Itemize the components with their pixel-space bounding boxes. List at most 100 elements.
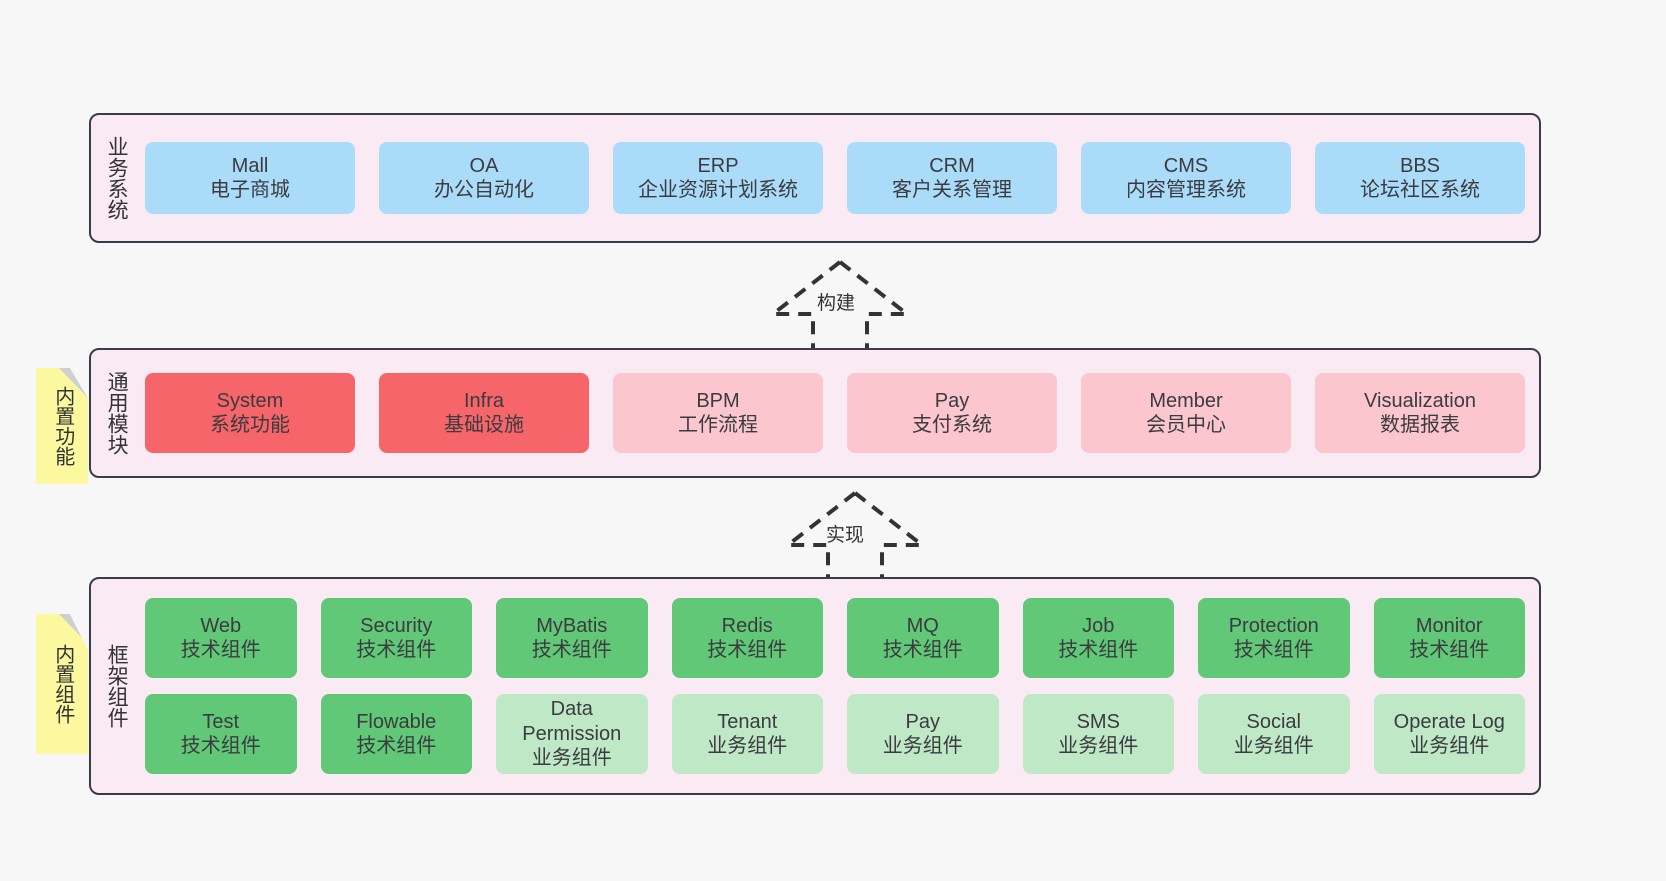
card-operate-log-en: Operate Log [1393,710,1505,733]
note-builtin-functions-label: 内置功能 [51,386,74,466]
card-infra-en: Infra [463,389,505,412]
card-system[interactable]: System 系统功能 [145,373,355,453]
card-crm-cn: 客户关系管理 [892,179,1012,201]
card-oa-cn: 办公自动化 [434,179,534,201]
note-fold-corner-icon [59,614,88,644]
card-mybatis-en: MyBatis [536,614,608,637]
card-security-cn: 技术组件 [356,639,437,661]
card-social-en: Social [1246,710,1301,733]
card-infra-cn: 基础设施 [444,414,524,436]
card-mq-cn: 技术组件 [882,639,963,661]
card-mybatis-cn: 技术组件 [531,639,612,661]
card-mq[interactable]: MQ 技术组件 [847,598,999,678]
card-member-en: Member [1149,389,1223,412]
card-bpm-en: BPM [696,389,740,412]
modules-card-row: System 系统功能 Infra 基础设施 BPM 工作流程 Pay 支付系统… [145,373,1525,453]
card-oa-en: OA [469,154,499,177]
card-sms-cn: 业务组件 [1058,735,1139,757]
card-test-cn: 技术组件 [180,735,261,757]
card-protection-cn: 技术组件 [1233,639,1314,661]
card-flowable-en: Flowable [356,710,437,733]
card-data-permission[interactable]: Data Permission 业务组件 [496,694,648,774]
card-mall-en: Mall [231,154,269,177]
business-card-row: Mall 电子商城 OA 办公自动化 ERP 企业资源计划系统 CRM 客户关系… [145,142,1525,214]
card-visualization-en: Visualization [1364,389,1476,412]
layer-modules-body: System 系统功能 Infra 基础设施 BPM 工作流程 Pay 支付系统… [141,350,1539,476]
card-erp-cn: 企业资源计划系统 [638,179,798,201]
layer-framework-body: Web 技术组件 Security 技术组件 MyBatis 技术组件 Redi… [141,579,1539,793]
note-builtin-components-label: 内置组件 [51,644,74,724]
card-member[interactable]: Member 会员中心 [1081,373,1291,453]
card-flowable[interactable]: Flowable 技术组件 [320,694,472,774]
framework-card-row-tech: Web 技术组件 Security 技术组件 MyBatis 技术组件 Redi… [145,598,1525,678]
card-cms[interactable]: CMS 内容管理系统 [1081,142,1291,214]
card-bbs[interactable]: BBS 论坛社区系统 [1315,142,1525,214]
card-pay-module-cn: 支付系统 [912,414,992,436]
card-sms[interactable]: SMS 业务组件 [1022,694,1174,774]
card-erp[interactable]: ERP 企业资源计划系统 [613,142,823,214]
card-mall-cn: 电子商城 [210,179,290,201]
card-protection[interactable]: Protection 技术组件 [1198,598,1350,678]
card-bpm-cn: 工作流程 [678,414,758,436]
card-web[interactable]: Web 技术组件 [145,598,297,678]
note-builtin-functions: 内置功能 [36,368,88,484]
card-redis-cn: 技术组件 [707,639,788,661]
card-monitor-en: Monitor [1415,614,1483,637]
card-system-cn: 系统功能 [210,414,290,436]
note-builtin-components: 内置组件 [36,614,88,754]
card-flowable-cn: 技术组件 [356,735,437,757]
card-operate-log[interactable]: Operate Log 业务组件 [1373,694,1525,774]
card-security[interactable]: Security 技术组件 [320,598,472,678]
card-sms-en: SMS [1076,710,1120,733]
card-tenant-cn: 业务组件 [707,735,788,757]
card-pay-component-cn: 业务组件 [882,735,963,757]
card-pay-component-en: Pay [905,710,940,733]
layer-business-system: 业务系统 Mall 电子商城 OA 办公自动化 ERP 企业资源计划系统 CRM… [89,113,1541,243]
card-redis-en: Redis [721,614,773,637]
card-crm-en: CRM [929,154,975,177]
card-cms-cn: 内容管理系统 [1126,179,1246,201]
card-system-en: System [216,389,284,412]
card-data-permission-en: Data Permission [522,698,622,745]
note-fold-corner-icon [59,368,88,398]
card-bpm[interactable]: BPM 工作流程 [613,373,823,453]
card-bbs-en: BBS [1399,154,1441,177]
card-member-cn: 会员中心 [1146,414,1226,436]
card-job-cn: 技术组件 [1058,639,1139,661]
card-infra[interactable]: Infra 基础设施 [379,373,589,453]
card-job-en: Job [1082,614,1115,637]
card-crm[interactable]: CRM 客户关系管理 [847,142,1057,214]
card-redis[interactable]: Redis 技术组件 [671,598,823,678]
card-data-permission-cn: 业务组件 [531,747,612,770]
card-web-cn: 技术组件 [180,639,261,661]
layer-business-title: 业务系统 [105,136,129,220]
layer-framework-components: 框架组件 Web 技术组件 Security 技术组件 MyBatis 技术组件… [89,577,1541,795]
card-operate-log-cn: 业务组件 [1409,735,1490,757]
card-pay-module-en: Pay [934,389,970,412]
connector-build-label: 构建 [817,293,856,314]
card-mybatis[interactable]: MyBatis 技术组件 [496,598,648,678]
card-monitor[interactable]: Monitor 技术组件 [1373,598,1525,678]
card-social[interactable]: Social 业务组件 [1198,694,1350,774]
card-test-en: Test [202,710,240,733]
card-mq-en: MQ [906,614,939,637]
card-visualization-cn: 数据报表 [1380,414,1460,436]
card-erp-en: ERP [697,154,739,177]
layer-framework-title: 框架组件 [105,644,129,728]
connector-implement-label: 实现 [826,525,865,546]
card-monitor-cn: 技术组件 [1409,639,1490,661]
card-social-cn: 业务组件 [1233,735,1314,757]
card-oa[interactable]: OA 办公自动化 [379,142,589,214]
card-cms-en: CMS [1163,154,1209,177]
card-test[interactable]: Test 技术组件 [145,694,297,774]
card-tenant-en: Tenant [717,710,778,733]
card-tenant[interactable]: Tenant 业务组件 [671,694,823,774]
card-pay-component[interactable]: Pay 业务组件 [847,694,999,774]
card-visualization[interactable]: Visualization 数据报表 [1315,373,1525,453]
card-protection-en: Protection [1228,614,1319,637]
card-pay-module[interactable]: Pay 支付系统 [847,373,1057,453]
card-security-en: Security [360,614,433,637]
card-job[interactable]: Job 技术组件 [1022,598,1174,678]
card-mall[interactable]: Mall 电子商城 [145,142,355,214]
